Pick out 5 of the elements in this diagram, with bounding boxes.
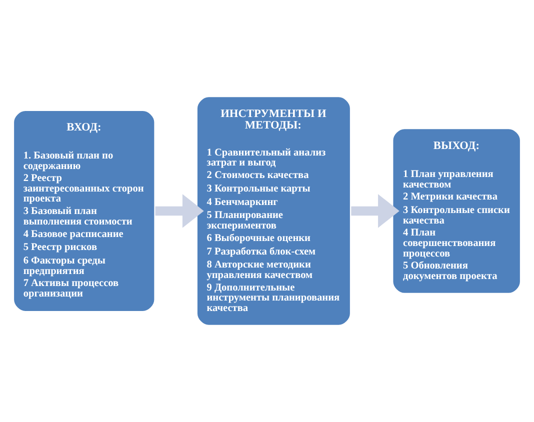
node-box: ВЫХОД: 1 План управления качеством 2 Метрики качества 3 Контрольные списки качества 4 План совершенствования процессов 5 Обновления документов проекта — [391, 127, 522, 295]
node-box: ИНСТРУМЕНТЫ И МЕТОДЫ: 1 Сравнительный анализ затрат и выгод 2 Стоимость качества 3 Контрольные карты 4 Бенчмаркинг 5 Планирование экспериментов 6 Выборочные оценки 7 Разработка блок-схем 8 Авторские методики управления качеством 9 Дополнительные инструменты планирования качества — [195, 95, 352, 327]
arrow — [155, 194, 204, 228]
arrow — [351, 194, 400, 228]
node-box: ВХОД: 1. Базовый план по содержанию 2 Реестр заинтересованных сторон проекта 3 Базовый план выполнения стоимости 4 Базовое расписание 5 Реестр рисков 6 Факторы среды предприятия 7 Активы процессов организации — [12, 109, 156, 313]
